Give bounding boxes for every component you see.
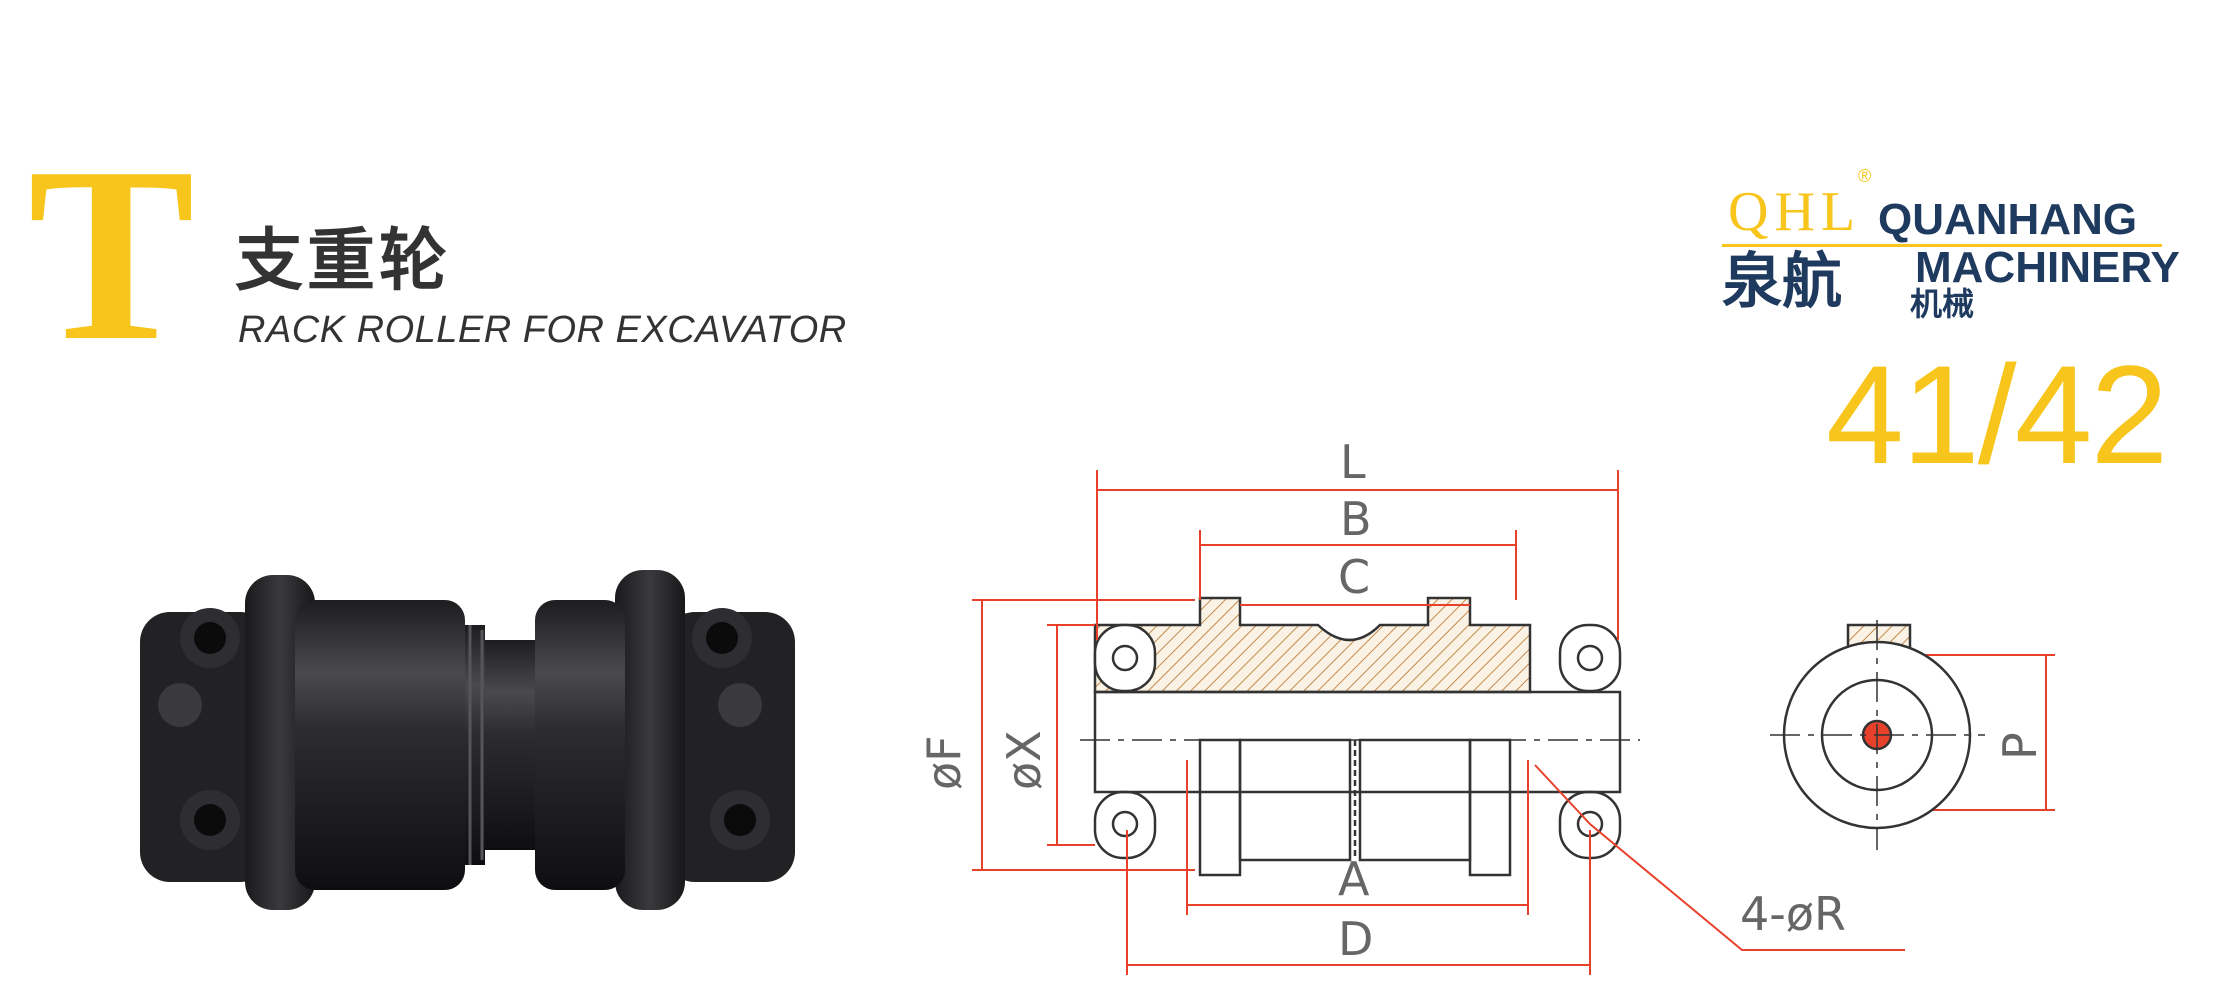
- dimension-lines: [972, 470, 2055, 975]
- brand-name-line1: QUANHANG: [1878, 195, 2138, 244]
- model-number: 41/42: [1826, 336, 2168, 493]
- series-letter: T: [28, 116, 195, 393]
- dim-label-f: øF: [917, 735, 971, 790]
- page-title-en: RACK ROLLER FOR EXCAVATOR: [238, 309, 847, 351]
- dim-label-x: øX: [997, 730, 1051, 790]
- brand-name-cn: 泉航: [1722, 247, 1842, 317]
- page-title-cn: 支重轮: [235, 222, 452, 301]
- roller-photo: [140, 570, 795, 910]
- dim-label-p: P: [1993, 732, 2047, 760]
- dim-label-b: B: [1340, 492, 1372, 546]
- registered-mark: ®: [1858, 166, 1872, 186]
- brand-divider: [1722, 244, 2162, 247]
- brand-name-cn-sub: 机械: [1910, 285, 1975, 323]
- dim-label-l: L: [1340, 435, 1366, 489]
- dim-label-r: 4-øR: [1740, 887, 1846, 941]
- dim-label-a: A: [1338, 852, 1370, 906]
- front-elevation-drawing: [1080, 596, 1640, 877]
- brand-logo-mark: QHL: [1728, 181, 1862, 243]
- brand-name-line2: MACHINERY: [1915, 243, 2180, 292]
- side-view-drawing: [1770, 620, 1985, 850]
- dim-label-c: C: [1338, 550, 1370, 604]
- dim-label-d: D: [1338, 912, 1373, 966]
